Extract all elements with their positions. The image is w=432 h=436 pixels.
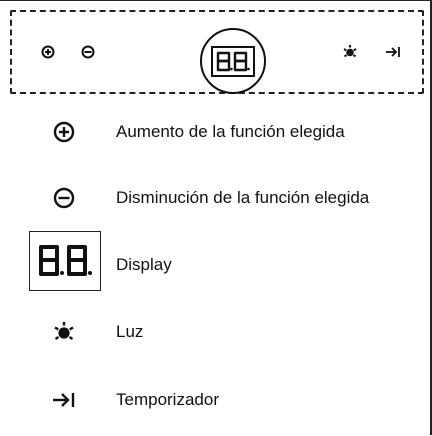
legend-label: Temporizador xyxy=(116,390,219,409)
timer-icon xyxy=(28,380,100,420)
timer-icon xyxy=(386,47,400,57)
panel-display xyxy=(200,28,266,94)
legend-item-display: Display xyxy=(0,245,432,285)
panel-timer-button[interactable] xyxy=(384,44,402,60)
legend-label: Aumento de la función elegida xyxy=(116,122,345,141)
legend-label: Disminución de la función elegida xyxy=(116,188,370,207)
legend-item-light: Luz xyxy=(0,312,432,352)
legend-label: Display xyxy=(116,255,172,274)
minus-circle-icon xyxy=(81,45,95,59)
panel-plus-button[interactable] xyxy=(40,44,56,60)
legend-item-timer: Temporizador xyxy=(0,380,432,420)
plus-circle-icon xyxy=(28,112,100,152)
light-icon xyxy=(343,45,357,58)
minus-circle-icon xyxy=(28,178,100,218)
panel-light-button[interactable] xyxy=(342,44,358,60)
legend-item-minus: Disminución de la función elegida xyxy=(0,178,432,218)
display-icon xyxy=(29,231,101,291)
plus-circle-icon xyxy=(41,45,55,59)
control-panel xyxy=(10,10,424,94)
panel-display-screen xyxy=(211,45,255,77)
light-icon xyxy=(28,312,100,352)
legend-item-plus: Aumento de la función elegida xyxy=(0,112,432,152)
seven-segment-88-icon xyxy=(216,51,250,71)
panel-minus-button[interactable] xyxy=(80,44,96,60)
legend-label: Luz xyxy=(116,322,144,341)
